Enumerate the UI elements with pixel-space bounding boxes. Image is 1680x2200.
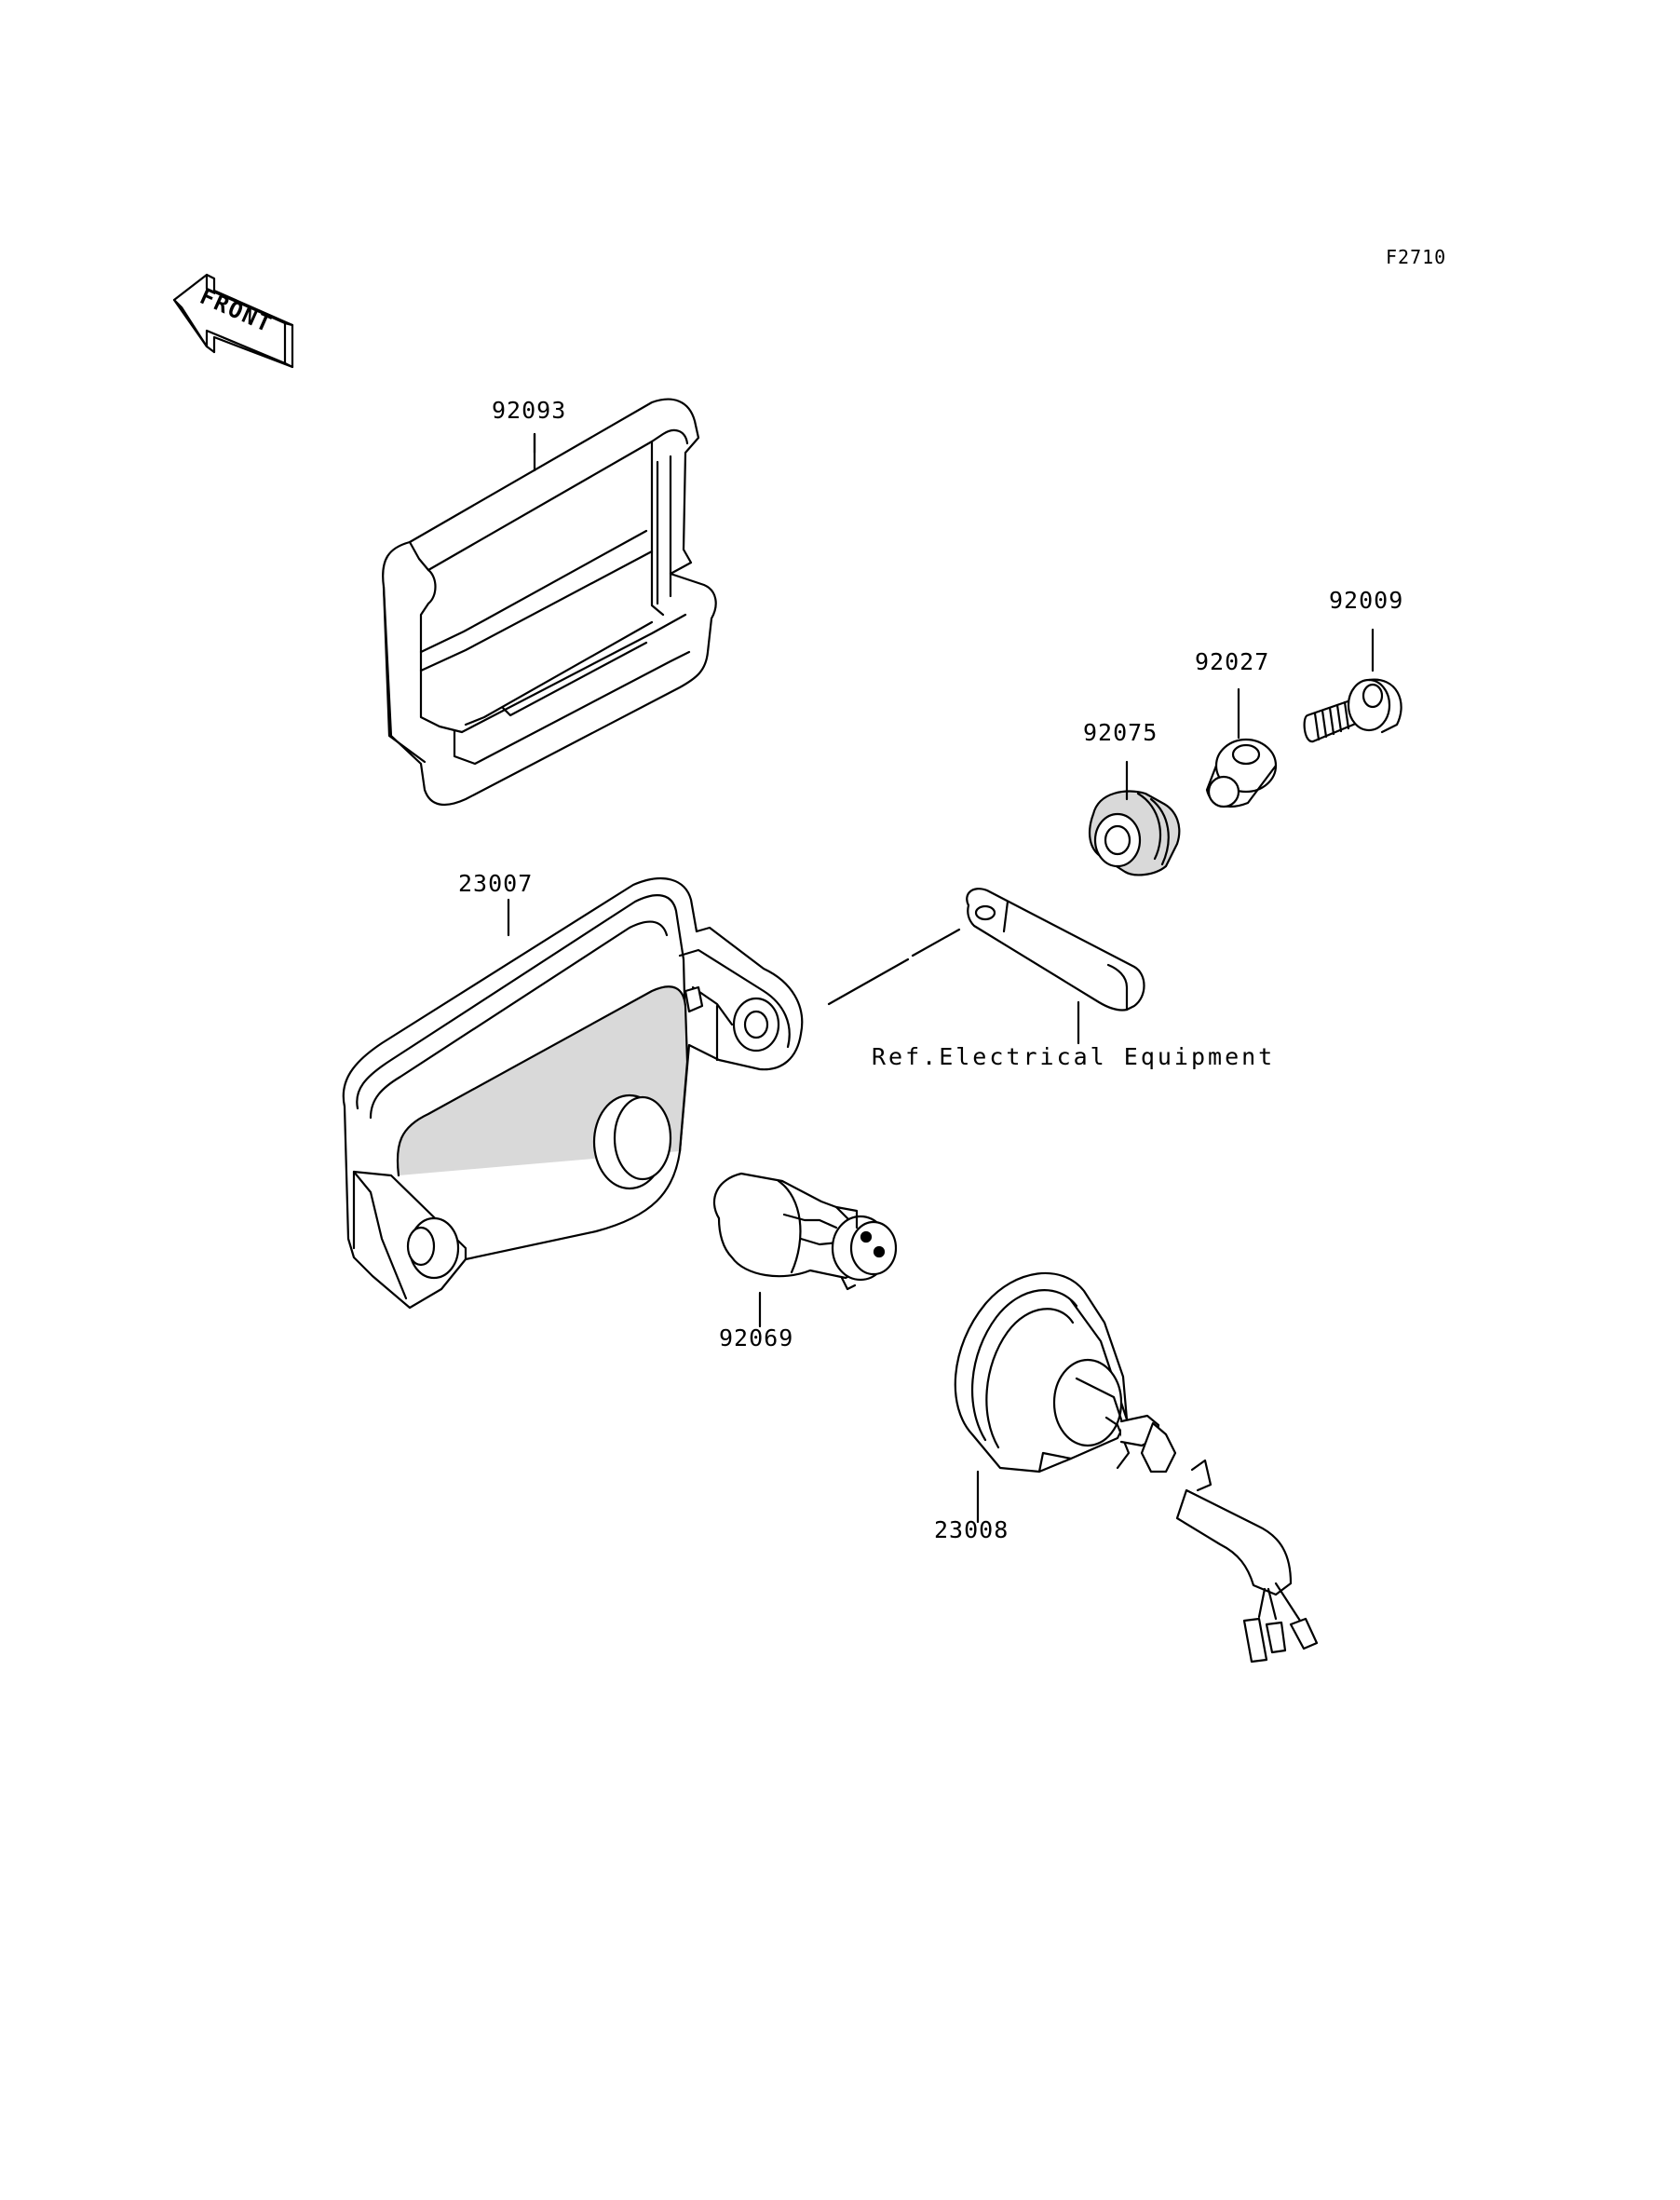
bolt-92009	[1303, 678, 1402, 743]
part-number-23008: 23008	[934, 1516, 1009, 1543]
grommet-92075	[1088, 790, 1181, 876]
frame-92093	[382, 398, 717, 807]
part-number-23007: 23007	[458, 870, 534, 897]
reference-note: Ref.Electrical Equipment	[872, 1043, 1276, 1070]
socket-23008	[954, 1271, 1319, 1664]
part-number-92009: 92009	[1329, 587, 1404, 614]
part-number-92069: 92069	[719, 1324, 794, 1351]
part-number-92075: 92075	[1083, 719, 1158, 746]
part-number-92027: 92027	[1195, 648, 1270, 675]
reference-leader-link-2	[827, 957, 910, 1006]
collar-92027	[1205, 738, 1278, 808]
reference-leader-link-1	[911, 928, 961, 957]
front-arrow-icon	[172, 273, 294, 369]
bulb-92069	[713, 1172, 898, 1291]
reference-bracket	[966, 888, 1145, 1012]
figure-code: F2710	[1386, 246, 1447, 268]
lamp-assembly-23007	[342, 877, 804, 1310]
part-number-92093: 92093	[492, 397, 567, 424]
